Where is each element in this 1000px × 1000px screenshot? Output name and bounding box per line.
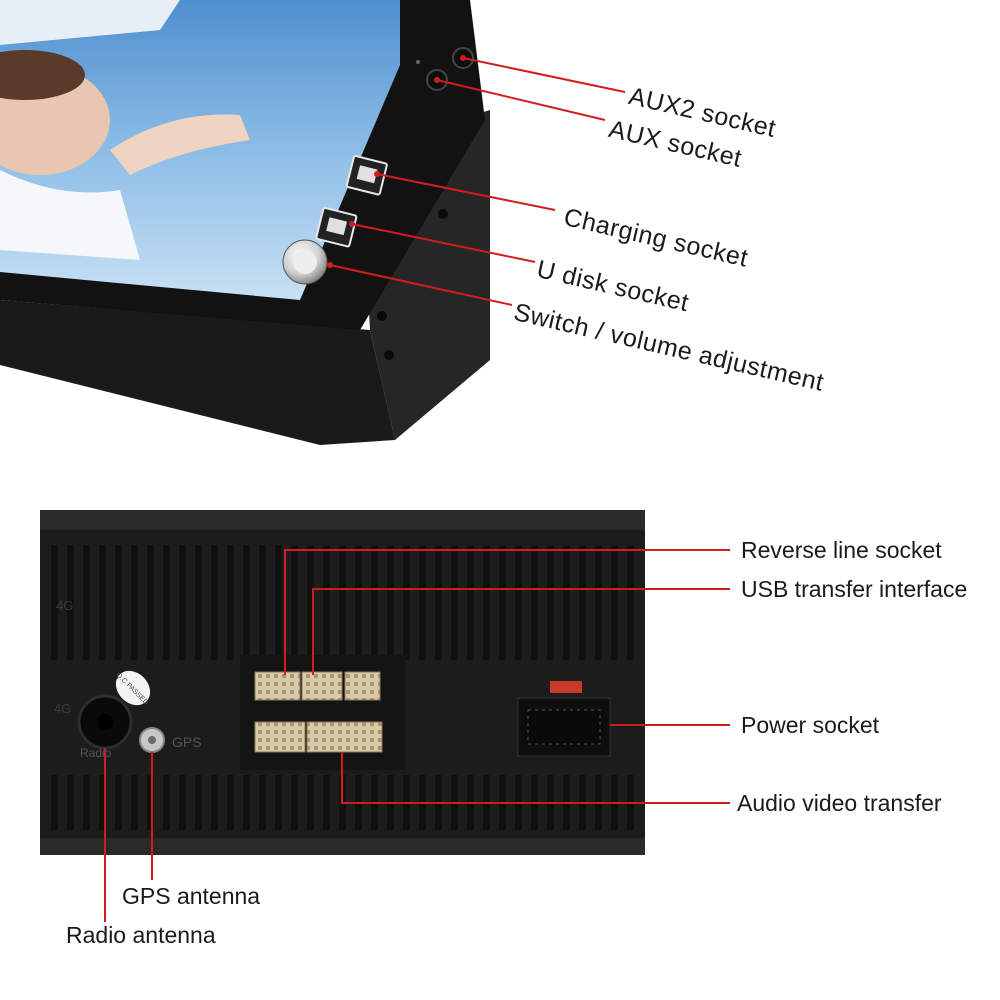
label-audio-video-transfer: Audio video transfer xyxy=(737,790,942,816)
callout-line-udisk xyxy=(351,223,536,263)
callout-line-aux2 xyxy=(462,57,626,93)
rear-panel-fins-top xyxy=(50,545,640,660)
callout-dot xyxy=(327,262,333,268)
housing-screw xyxy=(377,311,387,321)
charging-usb-tongue xyxy=(356,165,378,184)
rear-panel-bottom-lip xyxy=(40,838,645,855)
screen-person-arm xyxy=(110,114,250,175)
audio-video-connector-left xyxy=(254,721,306,753)
callout-dot xyxy=(349,221,355,227)
callout-line-reverse xyxy=(284,549,730,675)
callout-line-usb-transfer xyxy=(312,588,730,675)
housing-screw xyxy=(384,350,394,360)
fuse xyxy=(550,681,582,693)
front-callout-dots xyxy=(327,55,466,268)
label-power-socket: Power socket xyxy=(741,712,880,738)
front-callouts xyxy=(329,57,626,306)
usb-transfer-connector xyxy=(301,671,343,701)
label-usb-transfer-interface: USB transfer interface xyxy=(741,576,968,602)
screen-person-hair xyxy=(0,50,85,100)
label-gps-antenna: GPS antenna xyxy=(122,883,261,909)
fourg-label-bottom: 4G xyxy=(54,701,71,716)
volume-knob-cap xyxy=(293,250,317,274)
radio-antenna-hole xyxy=(97,714,113,730)
radio-port-label: Radio xyxy=(80,746,112,760)
reverse-line-connector xyxy=(254,671,301,701)
callout-dot xyxy=(434,77,440,83)
gps-port-label: GPS xyxy=(172,734,202,750)
housing-screw xyxy=(438,209,448,219)
callout-line-charging xyxy=(376,173,556,211)
power-socket-pins xyxy=(527,709,601,745)
mic-hole xyxy=(416,60,420,64)
rear-panel-top-lip xyxy=(40,510,645,530)
rear-panel-photo xyxy=(40,510,645,855)
gps-antenna-center xyxy=(148,736,156,744)
fourg-label-top: 4G xyxy=(56,598,73,613)
screen-top-sleeve xyxy=(0,0,180,45)
callout-line-av xyxy=(341,752,730,804)
rear-callouts xyxy=(104,549,730,922)
front-housing-lower xyxy=(0,300,395,445)
qc-stamp xyxy=(115,670,151,706)
callout-line-switch xyxy=(329,264,513,306)
screen-person-shirt xyxy=(0,170,140,260)
extra-connector xyxy=(344,671,381,701)
udisk-usb-tongue xyxy=(326,217,348,236)
callout-dot xyxy=(460,55,466,61)
label-radio-antenna: Radio antenna xyxy=(66,922,216,948)
audio-video-connector xyxy=(306,721,383,753)
callout-line-aux xyxy=(436,79,606,121)
callout-dot xyxy=(374,171,380,177)
front-unit-photo xyxy=(0,0,490,445)
label-reverse-line-socket: Reverse line socket xyxy=(741,537,942,563)
